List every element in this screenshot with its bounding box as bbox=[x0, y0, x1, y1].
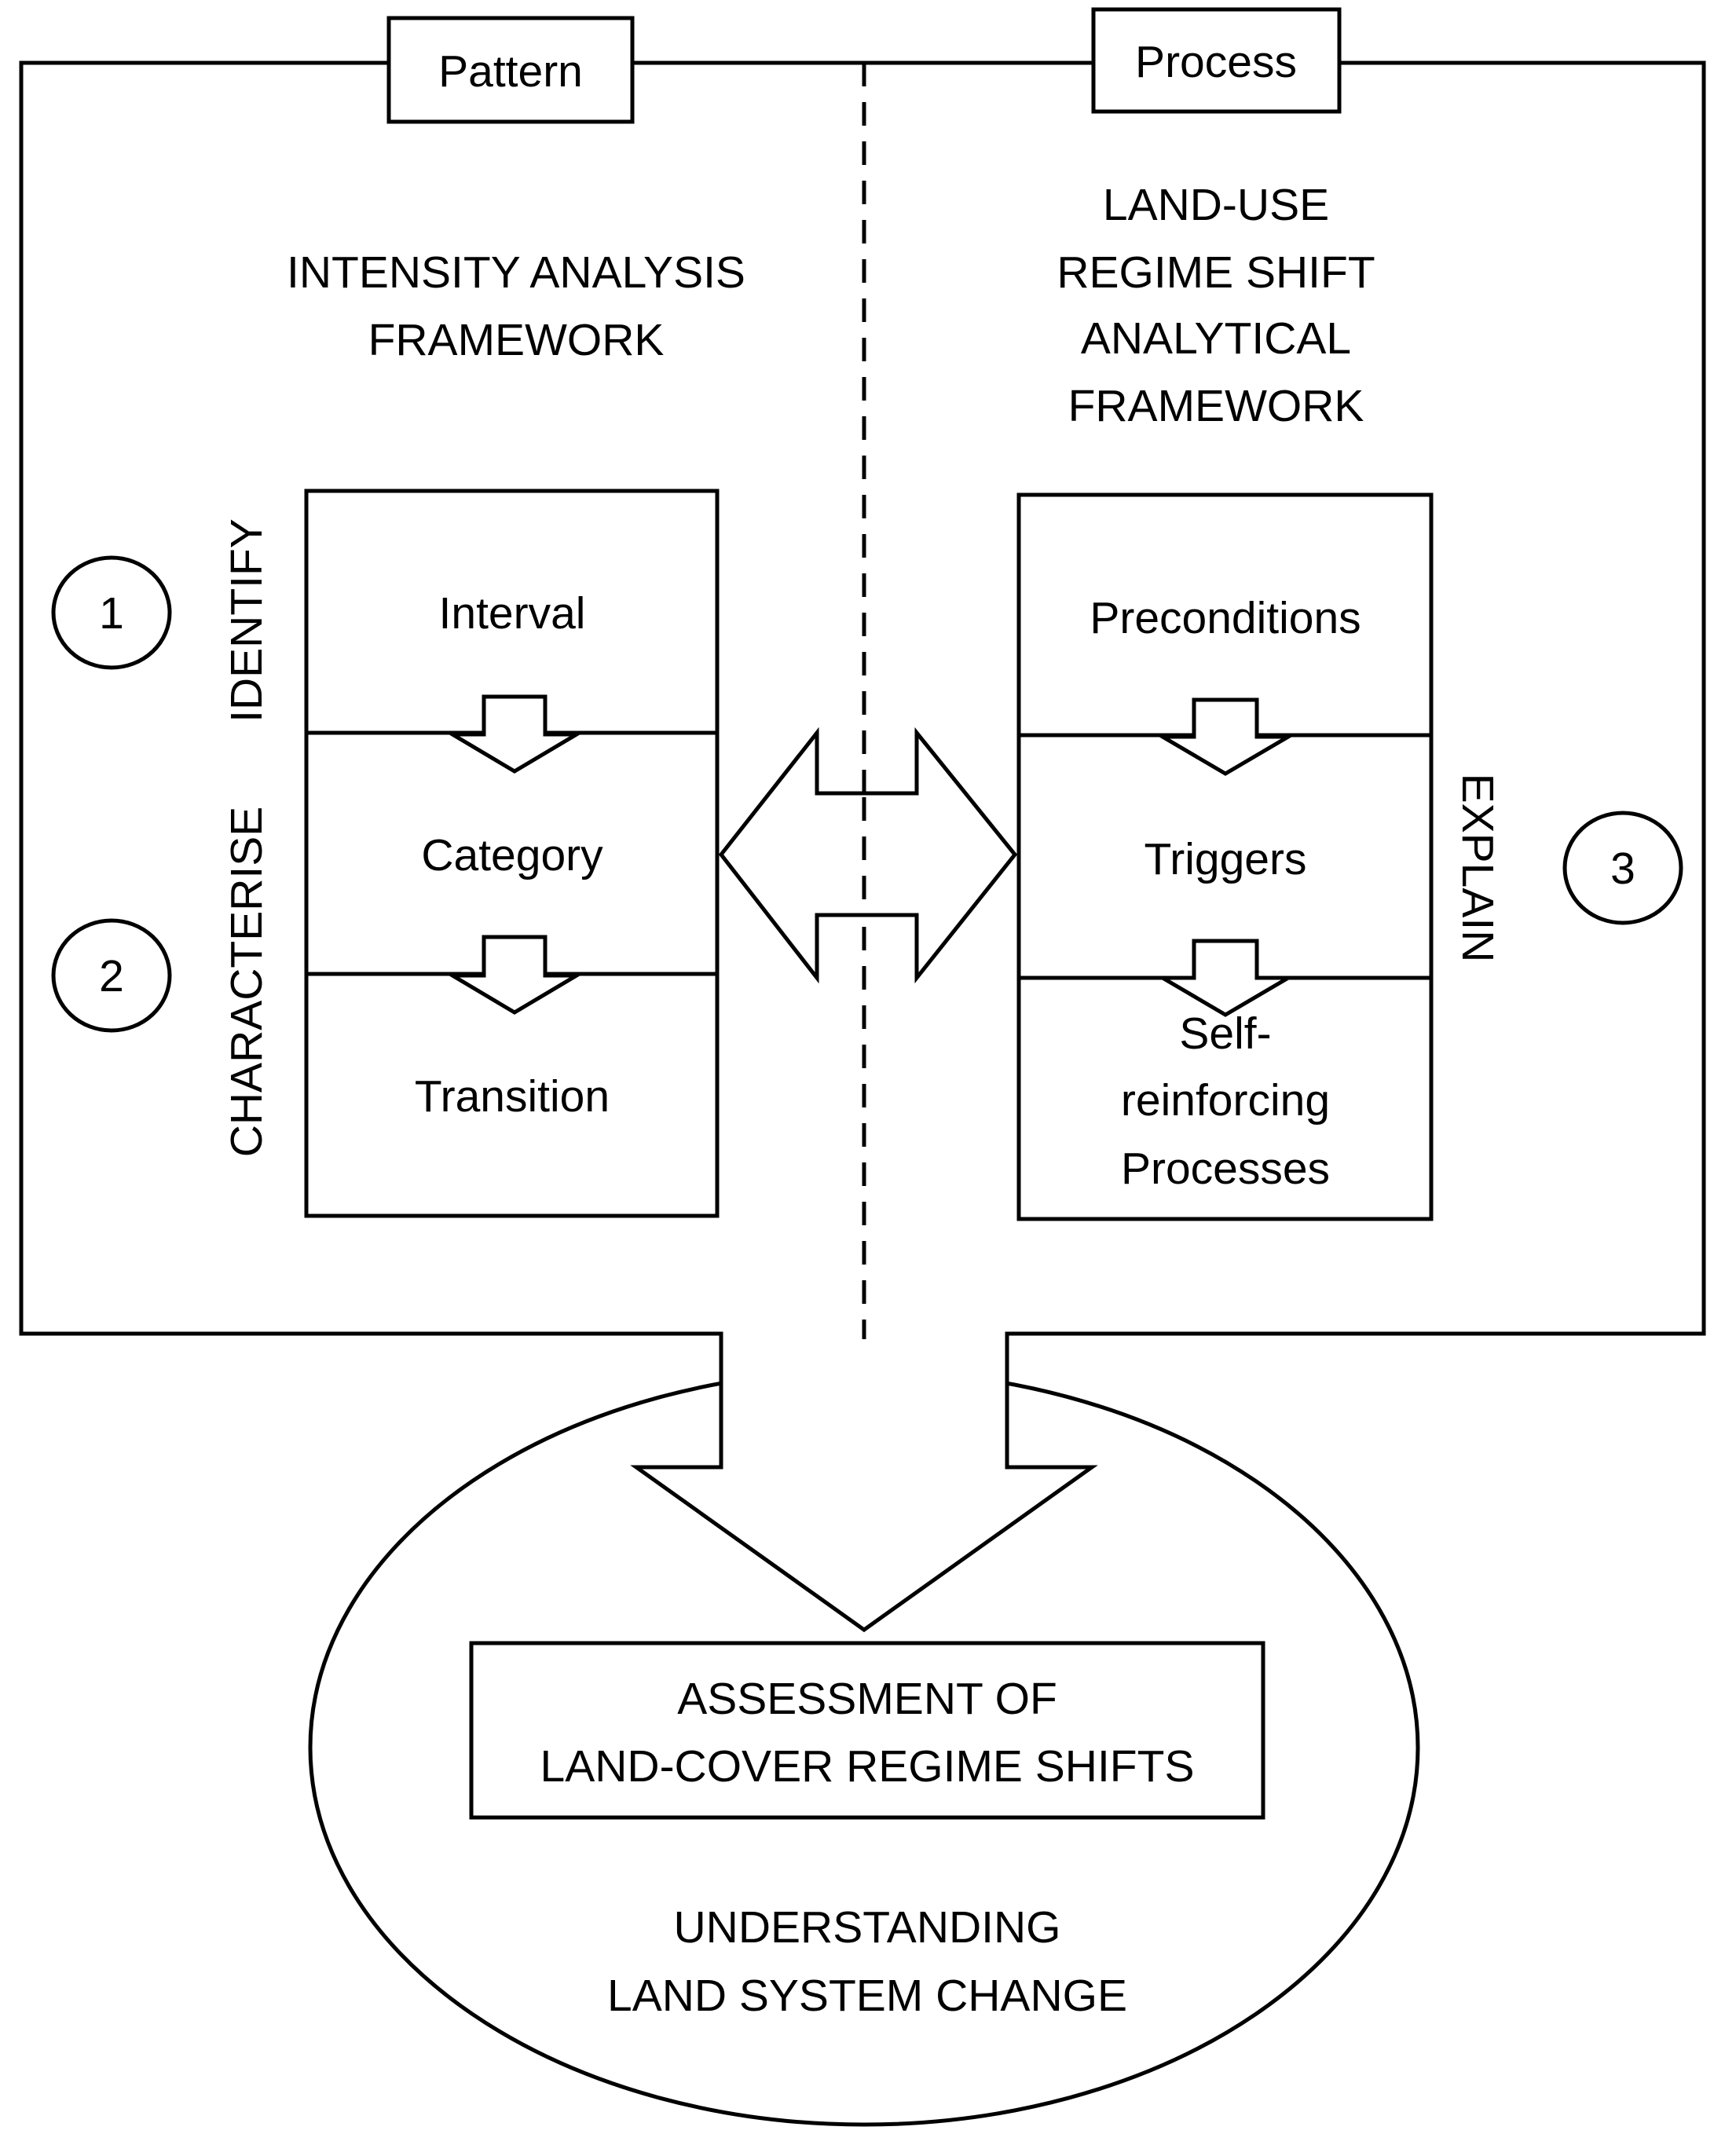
step-category: Category bbox=[421, 830, 603, 880]
step-transition: Transition bbox=[415, 1071, 610, 1122]
regime-title-line3: ANALYTICAL bbox=[1081, 313, 1351, 364]
assessment-line1: ASSESSMENT OF bbox=[677, 1674, 1057, 1724]
step-triggers: Triggers bbox=[1145, 834, 1307, 884]
stage-characterise-number: 2 bbox=[99, 951, 124, 1001]
intensity-title-line1: INTENSITY ANALYSIS bbox=[287, 247, 745, 298]
pattern-header: Pattern bbox=[386, 16, 635, 124]
step-self-reinforcing-line3: Processes bbox=[1121, 1144, 1330, 1194]
step-interval: Interval bbox=[439, 588, 586, 639]
stage-identify-marker: 1 bbox=[51, 555, 172, 670]
regime-steps-stack: Preconditions Triggers Self- reinforcing… bbox=[1016, 492, 1434, 1221]
pattern-label: Pattern bbox=[438, 46, 583, 97]
step-self-reinforcing-line2: reinforcing bbox=[1121, 1075, 1330, 1126]
understanding-line2: LAND SYSTEM CHANGE bbox=[607, 1971, 1127, 2021]
stage-identify-number: 1 bbox=[99, 588, 124, 639]
regime-shift-title: LAND-USE REGIME SHIFT ANALYTICAL FRAMEWO… bbox=[1057, 180, 1375, 431]
stage-explain-label: EXPLAIN bbox=[1452, 774, 1503, 963]
triggers-to-self-reinforcing-arrow bbox=[1155, 939, 1296, 1017]
regime-title-line4: FRAMEWORK bbox=[1068, 381, 1364, 431]
step-preconditions: Preconditions bbox=[1090, 593, 1361, 643]
stage-explain-marker: 3 bbox=[1562, 811, 1683, 925]
stage-identify-label: IDENTIFY bbox=[222, 518, 272, 723]
regime-title-line2: REGIME SHIFT bbox=[1057, 247, 1375, 298]
intensity-steps-stack: Interval Category Transition bbox=[304, 489, 720, 1218]
category-to-transition-arrow bbox=[445, 935, 584, 1015]
process-header: Process bbox=[1091, 7, 1342, 114]
interval-to-category-arrow bbox=[445, 694, 584, 774]
intensity-analysis-title: INTENSITY ANALYSIS FRAMEWORK bbox=[287, 247, 745, 365]
stage-characterise-label: CHARACTERISE bbox=[222, 807, 272, 1158]
stage-characterise-marker: 2 bbox=[51, 918, 172, 1033]
assessment-line2: LAND-COVER REGIME SHIFTS bbox=[540, 1741, 1195, 1792]
understanding-line1: UNDERSTANDING bbox=[674, 1902, 1061, 1953]
stage-explain-number: 3 bbox=[1610, 844, 1635, 894]
assessment-box: ASSESSMENT OF LAND-COVER REGIME SHIFTS bbox=[469, 1641, 1265, 1820]
intensity-title-line2: FRAMEWORK bbox=[368, 315, 665, 365]
process-label: Process bbox=[1135, 37, 1297, 87]
preconditions-to-triggers-arrow bbox=[1155, 697, 1296, 776]
regime-title-line1: LAND-USE bbox=[1103, 180, 1329, 230]
understanding-text: UNDERSTANDING LAND SYSTEM CHANGE bbox=[607, 1902, 1127, 2021]
pattern-process-double-arrow bbox=[718, 727, 1018, 984]
